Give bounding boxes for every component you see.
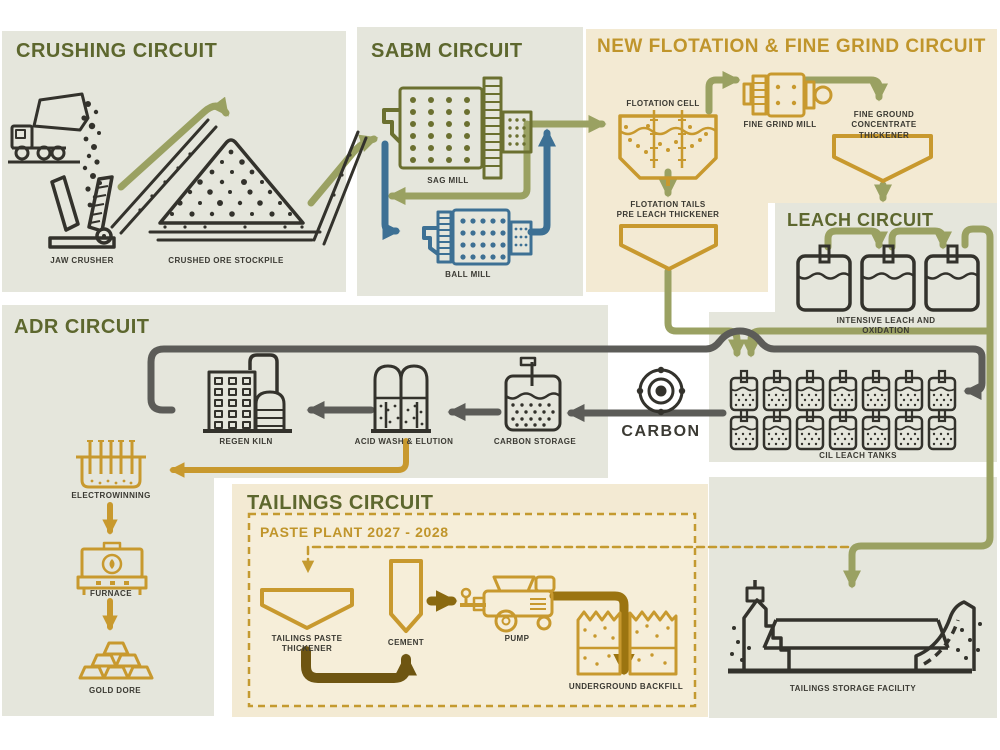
label-tsf: TAILINGS STORAGE FACILITY xyxy=(789,684,917,693)
label-furnace: FURNACE xyxy=(90,589,132,598)
label-stockpile: CRUSHED ORE STOCKPILE xyxy=(168,256,284,265)
flow-stockpile-to-sag xyxy=(307,134,379,207)
acid-wash-icon xyxy=(371,364,431,433)
label-carbon-storage: CARBON STORAGE xyxy=(493,437,577,446)
ball-mill-icon xyxy=(422,208,533,266)
sag-mill-icon xyxy=(382,76,533,180)
label-fine-grind-mill: FINE GRIND MILL xyxy=(743,120,817,129)
label-gold-dore: GOLD DORE xyxy=(88,686,142,695)
pump-icon xyxy=(460,575,556,633)
header-flotation-circuit: NEW FLOTATION & FINE GRIND CIRCUIT xyxy=(597,36,986,57)
carbon-storage-icon xyxy=(504,356,562,432)
header-paste-plant: PASTE PLANT 2027 - 2028 xyxy=(260,524,449,540)
label-flotation-cell: FLOTATION CELL xyxy=(626,99,700,108)
label-carbon: CARBON xyxy=(621,423,701,440)
paste-thickener-icon xyxy=(260,588,354,630)
concentrate-thickener-icon xyxy=(832,134,933,183)
flow-leach-tank1-2 xyxy=(824,227,889,251)
flow-acidwash-to-electrowinning xyxy=(169,438,409,478)
header-leach-circuit: LEACH CIRCUIT xyxy=(787,210,934,230)
conveyor-lines xyxy=(110,118,368,246)
label-jaw-crusher: JAW CRUSHER xyxy=(50,256,114,265)
cil-tanks-icon xyxy=(729,369,957,451)
furnace-icon xyxy=(76,541,148,595)
flow-sag-to-ballmill xyxy=(381,140,401,241)
flow-ballmill-return xyxy=(527,128,557,236)
electrowinning-icon xyxy=(76,440,146,489)
header-sabm-circuit: SABM CIRCUIT xyxy=(371,40,523,62)
label-paste-thickener: TAILINGS PASTE THICKENER xyxy=(271,634,343,654)
jaw-crusher-icon xyxy=(48,175,116,249)
flotation-cell-icon xyxy=(618,110,718,186)
flow-tails-thickener-to-cil xyxy=(664,267,747,358)
label-sag-mill: SAG MILL xyxy=(427,176,469,185)
flow-finegrind-to-thickener xyxy=(802,76,889,102)
label-pump: PUMP xyxy=(504,634,530,643)
label-underground-backfill: UNDERGROUND BACKFILL xyxy=(568,682,684,691)
label-ball-mill: BALL MILL xyxy=(445,270,491,279)
label-cil-tanks: CIL LEACH TANKS xyxy=(819,451,897,460)
flow-regen-carbon-return xyxy=(147,327,986,414)
label-concentrate-thickener: FINE GROUND CONCENTRATE THICKENER xyxy=(851,110,917,140)
flow-thickener-to-cement xyxy=(301,646,418,683)
flotation-tails-thickener-icon xyxy=(619,224,718,271)
panel-tsf xyxy=(709,477,997,718)
flow-sag-recirculation xyxy=(387,120,531,206)
label-flotation-tails: FLOTATION TAILS PRE LEACH THICKENER xyxy=(616,200,720,220)
label-electrowinning: ELECTROWINNING xyxy=(71,491,151,500)
label-acid-wash: ACID WASH & ELUTION xyxy=(354,437,454,446)
regen-kiln-icon xyxy=(203,353,292,433)
falling-ore-dots xyxy=(81,101,102,208)
header-crushing-circuit: CRUSHING CIRCUIT xyxy=(16,40,218,62)
header-tailings-circuit: TAILINGS CIRCUIT xyxy=(247,492,434,514)
label-regen-kiln: REGEN KILN xyxy=(219,437,273,446)
header-adr-circuit: ADR CIRCUIT xyxy=(14,316,150,338)
label-intensive-leach: INTENSIVE LEACH AND OXIDATION xyxy=(836,316,936,336)
flow-leach-to-tsf xyxy=(842,225,994,589)
flow-leach-tank2-3 xyxy=(888,227,953,251)
carbon-atom-icon xyxy=(636,366,686,416)
fine-grind-mill-icon xyxy=(742,72,833,118)
tsf-icon xyxy=(728,580,982,674)
label-cement: CEMENT xyxy=(387,638,425,647)
flow-pump-to-backfill xyxy=(549,591,635,676)
cement-icon xyxy=(389,559,423,633)
flow-truck-to-stockpile xyxy=(117,96,230,191)
dump-truck-icon xyxy=(8,92,102,208)
flow-cell-to-finegrind xyxy=(705,70,741,115)
leach-tanks-icon xyxy=(796,244,980,312)
stockpile-icon xyxy=(158,138,305,225)
gold-dore-icon xyxy=(78,641,154,680)
underground-backfill-icon xyxy=(576,610,678,676)
